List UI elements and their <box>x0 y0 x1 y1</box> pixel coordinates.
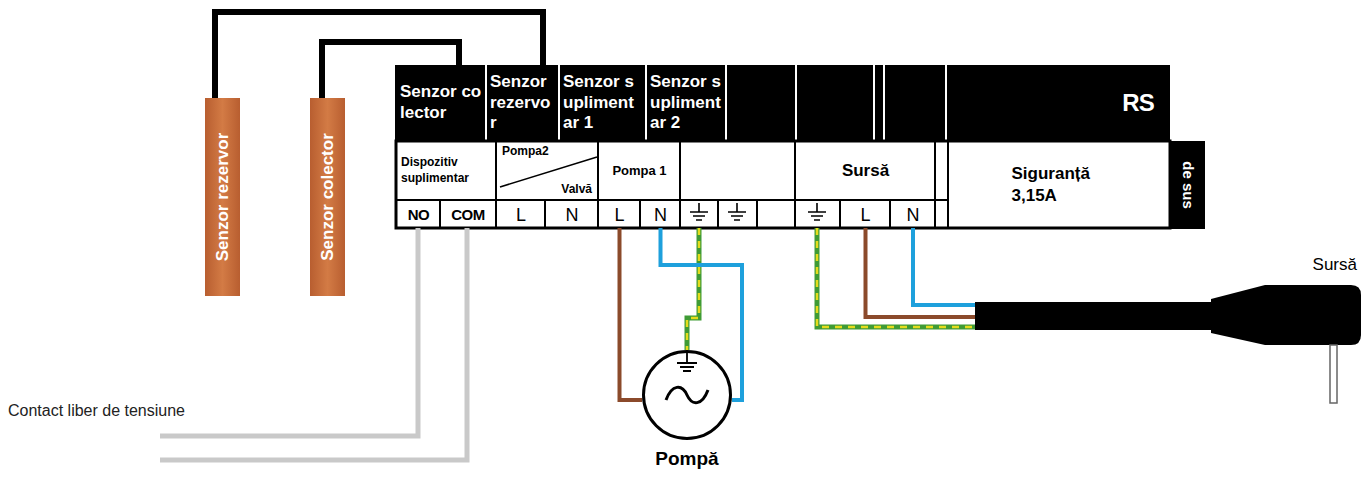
terminal-group: Sursă <box>796 142 935 200</box>
node-text: N <box>566 206 579 224</box>
phase-wire <box>620 228 643 400</box>
pump-symbol: Pompă <box>642 350 732 478</box>
node-text: Valvă <box>561 183 592 195</box>
ground-wires <box>687 228 975 350</box>
terminal-group: Dispozitiv suplimentar <box>397 142 496 200</box>
terminal: L <box>841 201 890 228</box>
terminal: NO <box>397 201 440 228</box>
node-text: L <box>614 206 624 224</box>
node-text: N <box>907 206 920 224</box>
terminal-group: Pompa 1 <box>599 142 680 200</box>
phase-wire <box>866 228 976 317</box>
node-text: Pompă <box>642 448 732 470</box>
node-text: COM <box>451 207 485 222</box>
terminal-grid <box>396 141 1170 228</box>
terminal: COM <box>441 201 495 228</box>
node-text: N <box>654 206 667 224</box>
header-cell: Senzor suplimentar 2 <box>647 65 726 141</box>
node-text: Dispozitiv suplimentar <box>401 155 492 186</box>
header-cell: Senzor rezervor <box>487 65 559 141</box>
node-text: Senzor colector <box>318 133 338 261</box>
neutral-wire <box>913 228 975 305</box>
temperature-probe: Senzor colector <box>310 98 345 296</box>
node-text: Senzor suplimentar 1 <box>563 72 643 134</box>
node-text: Senzor rezervor <box>213 133 233 262</box>
header-cell: RS <box>1106 65 1170 141</box>
side-strip: de sus <box>1171 141 1205 229</box>
terminal: L <box>497 201 545 228</box>
header-dividers <box>486 65 946 141</box>
node-text: L <box>860 206 870 224</box>
terminal: N <box>641 201 680 228</box>
node-text: Pompa 1 <box>612 163 666 179</box>
power-plug: Sursă <box>975 255 1363 415</box>
wire-note: Contact liber de tensiune <box>8 402 185 420</box>
terminal: N <box>546 201 598 228</box>
node-text: Sursă <box>842 160 889 181</box>
node-text: L <box>516 206 526 224</box>
ground-symbols <box>690 203 826 220</box>
node-text: Senzor colector <box>400 82 483 123</box>
header-cell: Senzor suplimentar 1 <box>560 65 646 141</box>
temperature-probe: Senzor rezervor <box>205 98 240 296</box>
node-text: Pompa2 <box>502 145 549 157</box>
fuse-cell: Siguranță 3,15A <box>949 142 1170 228</box>
header-band <box>395 65 1170 141</box>
node-text: de sus <box>1180 161 1197 209</box>
terminal: L <box>599 201 640 228</box>
node-text: Siguranță 3,15A <box>1012 163 1108 207</box>
terminal: N <box>891 201 935 228</box>
node-text: Senzor suplimentar 2 <box>650 72 723 134</box>
node-text: Sursă <box>1313 255 1357 275</box>
node-text: NO <box>408 207 430 222</box>
terminal-group: Pompa2Valvă <box>497 142 598 200</box>
node-text: Senzor rezervor <box>490 72 556 134</box>
plug-drawing <box>975 255 1363 415</box>
node-text: RS <box>1122 89 1153 117</box>
header-cell: Senzor colector <box>397 65 486 141</box>
